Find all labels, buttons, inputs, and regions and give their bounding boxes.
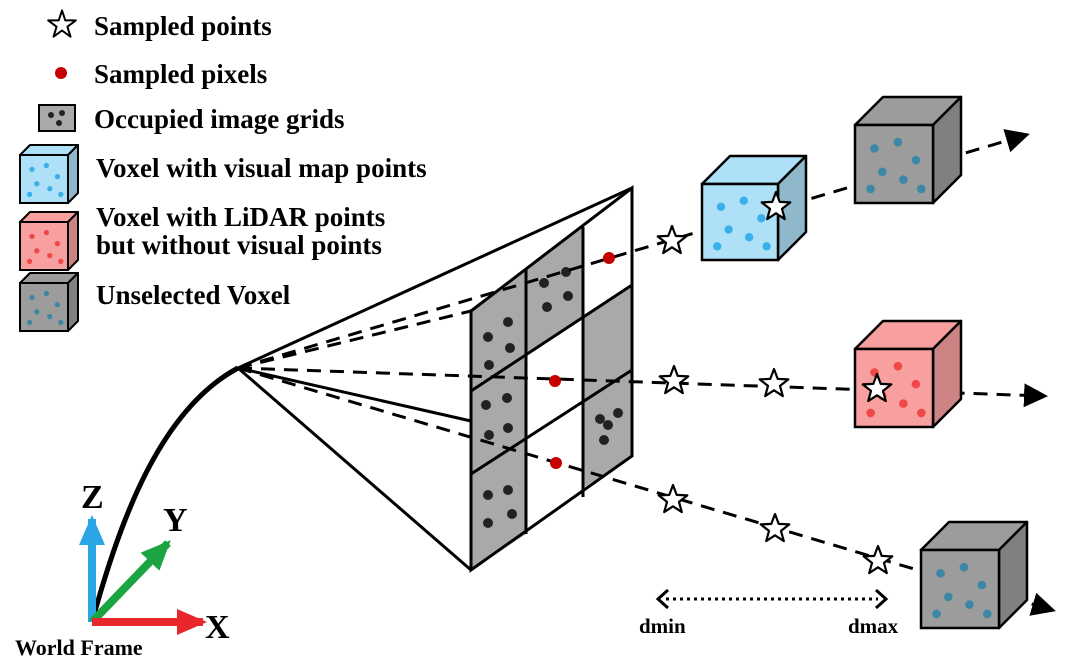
map-point — [944, 592, 953, 602]
legend-grid-icon — [38, 104, 76, 132]
legend-pixel-dot-icon — [55, 67, 67, 79]
map-point — [716, 202, 726, 211]
ray-bottom — [237, 366, 1056, 616]
map-point — [34, 309, 40, 315]
legend-blue-voxel — [19, 144, 79, 204]
legend-blue-voxel-icon — [19, 144, 79, 204]
sampled-point-star — [656, 224, 688, 255]
legend-occupied-grids: Occupied image grids — [94, 104, 345, 134]
map-point — [762, 242, 771, 251]
voxel-unselected-top — [853, 95, 963, 205]
map-point — [911, 155, 921, 165]
voxels — [700, 95, 1029, 630]
map-point — [936, 569, 945, 578]
grid-cell — [471, 354, 526, 474]
legend-gray-voxel — [19, 272, 79, 332]
sampled-point-star — [861, 372, 893, 403]
map-point — [870, 144, 879, 153]
sampled-point-star — [862, 544, 894, 575]
grid-cell — [471, 269, 526, 391]
sampled-point-star — [657, 483, 689, 514]
map-point — [54, 240, 61, 247]
map-point — [866, 408, 875, 418]
map-point — [58, 319, 64, 325]
voxel-visual — [700, 154, 808, 262]
map-point — [58, 191, 64, 197]
map-point — [47, 185, 53, 192]
map-point — [43, 162, 50, 169]
dmin-label: dmin — [639, 614, 686, 638]
map-point — [713, 242, 722, 251]
sampled-point-star — [758, 367, 790, 398]
voxel-unselected-bottom — [919, 520, 1029, 630]
map-point — [911, 379, 921, 389]
map-point — [744, 233, 754, 242]
sampled-points — [656, 190, 894, 575]
map-point — [866, 184, 875, 194]
legend-sampled-pixels: Sampled pixels — [94, 59, 267, 89]
map-point — [893, 137, 903, 147]
legend-star-icon — [47, 9, 77, 38]
sampled-pixels — [549, 252, 615, 469]
legend-gray-voxel-icon — [19, 272, 79, 332]
sampled-point-star — [658, 364, 690, 395]
map-point — [724, 225, 733, 234]
map-point — [29, 294, 35, 301]
legend-red-voxel-icon — [19, 211, 79, 271]
map-point — [983, 609, 992, 619]
map-point — [739, 196, 748, 205]
map-point — [58, 258, 64, 264]
map-point — [54, 173, 61, 180]
trajectory-curve — [89, 365, 240, 623]
sampled-point-star — [760, 190, 792, 221]
map-point — [932, 609, 941, 619]
map-point — [43, 290, 50, 297]
x-axis-label: X — [205, 609, 230, 646]
map-point — [34, 248, 40, 254]
map-point — [26, 319, 33, 325]
map-point — [47, 313, 53, 320]
legend-sampled-points: Sampled points — [94, 11, 272, 41]
map-point — [917, 408, 926, 418]
camera-frustum — [237, 186, 633, 572]
map-point — [977, 580, 987, 590]
y-axis — [89, 540, 171, 625]
map-point — [878, 167, 887, 177]
legend-voxel-lidar-line2: but without visual points — [96, 230, 382, 260]
map-point — [47, 252, 53, 259]
grid-cell — [471, 440, 526, 570]
map-point — [26, 191, 33, 197]
legend-red-voxel — [19, 211, 79, 271]
voxel-lidar — [853, 319, 963, 429]
z-axis-label: Z — [81, 479, 104, 516]
legend-unselected: Unselected Voxel — [96, 280, 291, 310]
map-point — [899, 399, 908, 408]
legend: Sampled points Sampled pixels Occupied i… — [19, 9, 427, 332]
y-axis-label: Y — [163, 502, 188, 539]
map-point — [43, 229, 50, 236]
map-point — [965, 600, 974, 609]
map-point — [54, 301, 61, 308]
map-point — [26, 258, 33, 264]
world-frame-label: World Frame — [15, 635, 143, 660]
map-point — [34, 181, 40, 187]
dmax-label: dmax — [848, 614, 899, 638]
map-point — [959, 562, 969, 572]
map-point — [899, 175, 908, 184]
map-point — [893, 361, 903, 371]
map-point — [917, 184, 926, 194]
legend-voxel-visual: Voxel with visual map points — [96, 153, 427, 183]
map-point — [29, 233, 35, 240]
grid-cell — [583, 285, 632, 403]
sampled-point-star — [759, 512, 791, 543]
image-grid — [469, 184, 634, 573]
map-point — [29, 166, 35, 173]
world-frame-axes: Z Y X World Frame — [15, 479, 230, 660]
map-point — [757, 214, 766, 223]
distance-range: dmin dmax — [639, 588, 899, 638]
legend-voxel-lidar-line1: Voxel with LiDAR points — [96, 202, 385, 232]
